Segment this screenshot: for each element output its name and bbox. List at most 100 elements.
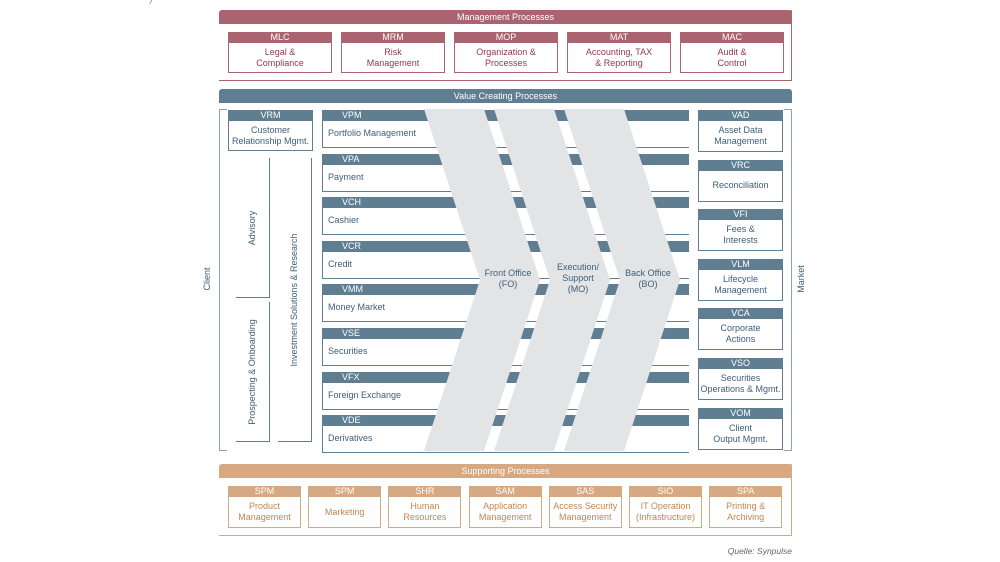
label-line: Archiving <box>727 512 765 522</box>
right-card-vfi[interactable]: Fees &Interests <box>698 220 783 252</box>
supporting-card-1[interactable]: Marketing <box>308 497 382 528</box>
row-body-vse[interactable] <box>322 339 689 366</box>
management-code-mac: MAC <box>680 32 784 43</box>
row-label-vde: Derivatives <box>328 433 373 444</box>
row-label-vfx: Foreign Exchange <box>328 389 402 400</box>
row-body-vde[interactable] <box>322 426 689 454</box>
row-code-vcr: VCR <box>342 240 362 251</box>
label-line: Audit & <box>717 46 747 57</box>
label-line: Securities <box>720 373 761 383</box>
label-line: Management <box>238 512 291 522</box>
right-code-vrc: VRC <box>698 159 783 171</box>
supporting-code-1: SPM <box>308 486 382 497</box>
label-line: Operations & Mgmt. <box>700 384 781 394</box>
row-head-vcr <box>322 240 689 252</box>
chevron-label-1: Front Office(FO) <box>468 268 548 290</box>
label-line: Client <box>728 422 752 433</box>
supporting-code-3: SAM <box>468 486 542 497</box>
management-code-mrm: MRM <box>341 32 445 43</box>
row-code-vmm: VMM <box>342 284 363 295</box>
management-card-mat[interactable]: Accounting, TAX& Reporting <box>567 43 671 73</box>
right-code-vca: VCA <box>698 308 783 320</box>
prospecting-panel <box>236 302 270 442</box>
advisory-label: Advisory <box>247 210 257 246</box>
label-line: Relationship Mgmt. <box>231 135 310 146</box>
row-label-vpm: Portfolio Management <box>328 128 417 138</box>
row-code-vde: VDE <box>342 415 361 426</box>
row-head-vpa <box>322 153 689 165</box>
row-code-vse: VSE <box>342 328 361 338</box>
row-body-vpa[interactable] <box>322 164 689 192</box>
supporting-code-2: SHR <box>388 486 462 497</box>
right-card-vrc[interactable]: Reconciliation <box>698 170 783 202</box>
supporting-code-5: SIO <box>629 486 702 497</box>
label-line: Customer <box>250 124 290 135</box>
row-head-vse <box>322 328 689 339</box>
label-line: Legal & <box>264 46 296 57</box>
label-line: Management <box>366 57 420 68</box>
label-line: Risk <box>384 46 402 57</box>
row-code-vfx: VFX <box>342 371 360 382</box>
label-line: Front Office <box>484 268 532 278</box>
row-head-vpm <box>322 110 689 121</box>
row-label-vse: Securities <box>328 346 368 356</box>
chevron-label-3: Back Office(BO) <box>608 268 688 290</box>
row-label-vch: Cashier <box>328 215 360 226</box>
label-line: Management <box>714 284 767 295</box>
supporting-section <box>219 464 792 536</box>
management-card-mac[interactable]: Audit &Control <box>680 43 784 73</box>
label-line: Product <box>248 501 281 511</box>
advisory-panel <box>236 158 270 298</box>
label-line: Printing & <box>726 501 766 511</box>
label-line: Management <box>559 512 612 522</box>
chevron-label-2: Execution/Support(MO) <box>538 262 618 295</box>
management-title: Management Processes <box>219 10 792 24</box>
label-line: Actions <box>725 334 756 345</box>
label-line: Support <box>562 273 594 283</box>
management-code-mop: MOP <box>454 32 558 43</box>
supporting-code-4: SAS <box>548 486 622 497</box>
row-code-vch: VCH <box>342 197 362 208</box>
row-label-vmm: Money Market <box>328 302 386 313</box>
market-label: Market <box>796 265 806 293</box>
management-code-mlc: MLC <box>228 32 332 43</box>
right-code-vfi: VFI <box>698 209 783 221</box>
right-code-vso: VSO <box>698 358 783 369</box>
label-line: Accounting, TAX <box>585 46 653 57</box>
label-line: Compliance <box>256 57 304 68</box>
label-line: Corporate <box>720 323 761 334</box>
value-creating-title: Value Creating Processes <box>219 89 792 103</box>
label-line: Output Mgmt. <box>713 433 768 444</box>
label-line: Application <box>483 501 528 511</box>
label-line: IT Operation <box>640 501 691 511</box>
top-stub-text: / <box>150 0 153 6</box>
label-line: Access Security <box>553 501 618 511</box>
management-code-mat: MAT <box>567 32 671 43</box>
supporting-card-6[interactable]: Printing &Archiving <box>709 497 783 528</box>
management-card-mop[interactable]: Organization &Processes <box>454 43 558 73</box>
row-body-vch[interactable] <box>322 208 689 236</box>
label-line: Back Office <box>625 268 671 278</box>
label-line: Management <box>714 136 767 146</box>
management-card-mlc[interactable]: Legal &Compliance <box>228 43 332 73</box>
supporting-card-5[interactable]: IT Operation(Infrastructure) <box>629 497 702 528</box>
label-line: Human <box>410 501 440 511</box>
management-section <box>219 10 792 81</box>
label-line: Interests <box>723 235 758 246</box>
row-code-vpa: VPA <box>342 153 360 164</box>
label-line: Marketing <box>324 506 365 517</box>
supporting-title: Supporting Processes <box>219 464 792 478</box>
label-line: Organization & <box>476 46 536 57</box>
label-line: (FO) <box>498 279 518 289</box>
